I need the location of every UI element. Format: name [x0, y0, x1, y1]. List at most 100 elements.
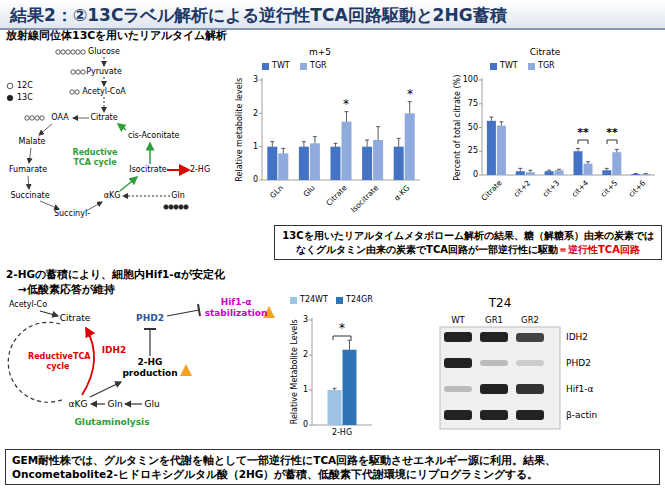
error-cap [313, 136, 317, 137]
bar [278, 153, 288, 180]
error-bar [335, 143, 336, 146]
y-axis [262, 78, 263, 180]
label: Citrate [324, 183, 348, 207]
label: Succinate [10, 191, 49, 201]
error-cap [644, 173, 648, 174]
legend-item: 12C [6, 80, 33, 92]
label: 2-HGの蓄積により、細胞内Hif1-αが安定化 [6, 268, 225, 281]
label: IDH2 [566, 332, 588, 343]
label: Hif1-α [566, 384, 593, 395]
error-bar [283, 148, 284, 153]
label: ReductiveTCA cycle [28, 352, 88, 371]
tick [309, 425, 312, 426]
label: cit+3 [541, 178, 562, 199]
label: 100 [463, 75, 478, 85]
tick [259, 80, 262, 81]
bar [373, 140, 383, 180]
error-bar [367, 140, 368, 147]
label: cit+6 [627, 178, 648, 199]
legend-text: TGR [538, 60, 555, 72]
label: cit+2 [512, 178, 533, 199]
error-cap [376, 126, 380, 127]
bar [555, 170, 564, 175]
bar [516, 171, 525, 175]
bar [328, 390, 342, 425]
bar [299, 147, 309, 180]
error-bar [378, 127, 379, 140]
tick [309, 390, 312, 391]
label: m+5 [309, 47, 331, 58]
tick [479, 80, 482, 81]
error-cap [615, 149, 619, 150]
legend-swatch [262, 63, 269, 70]
label: Succinyl- [54, 209, 90, 219]
label: Fumarate [9, 165, 47, 175]
label: * [343, 97, 349, 111]
error-bar [303, 142, 304, 147]
error-cap [528, 170, 532, 171]
legend-item: TGR [528, 60, 555, 72]
box-text: GEM耐性株では、グルタミンを代謝を軸として一部逆行性にTCA回路を駆動させエネ… [12, 454, 556, 480]
label: ** [577, 126, 589, 139]
label: 0 [473, 170, 478, 180]
error-bar [314, 137, 315, 144]
label: Percent of total citrate (%) [453, 75, 463, 181]
error-bar [272, 142, 273, 147]
bar [342, 122, 352, 180]
error-cap [547, 170, 551, 171]
legend-swatch [290, 297, 297, 304]
error-cap [397, 138, 401, 139]
label: PHD2 [566, 358, 591, 369]
tick [479, 151, 482, 152]
legend-item: T24GR [336, 294, 373, 306]
label: cit+5 [598, 178, 619, 199]
lower-pathway [8, 304, 275, 404]
error-cap [302, 141, 306, 142]
label: PHD2 [136, 313, 164, 324]
legend-item: T24WT [290, 294, 328, 306]
label: 放射線同位体13Cを用いたリアルタイム解析 [6, 29, 227, 42]
label: GR1 [485, 315, 503, 325]
bar [497, 126, 506, 175]
2hg-arrow [167, 169, 189, 171]
legend-item: TWT [490, 60, 518, 72]
label: Gln [171, 191, 185, 201]
bar [545, 171, 554, 175]
label: 1 [303, 385, 308, 395]
label: ** [606, 126, 618, 139]
tick [309, 355, 312, 356]
label: Glu [301, 183, 316, 198]
label: Glu [144, 399, 159, 410]
error-bar [616, 149, 617, 152]
bar [526, 172, 535, 175]
label: Acetyl-CoA [82, 87, 126, 97]
legend-swatch [336, 297, 343, 304]
label: Relative metabolite levels [235, 78, 245, 182]
label: αKG [104, 191, 121, 201]
x-axis [482, 175, 655, 176]
label: 50 [468, 123, 478, 133]
carbon-dot [7, 95, 13, 101]
error-cap [345, 111, 349, 112]
label: Pyruvate [86, 67, 122, 77]
legend-circle [6, 82, 14, 90]
tick [479, 175, 482, 176]
label: 0 [253, 175, 258, 185]
label: cit+4 [570, 178, 591, 199]
error-cap [334, 143, 338, 144]
label: 2 [303, 350, 308, 360]
glycolysis-arrows [104, 57, 170, 196]
bar [405, 113, 415, 180]
carbon-dots [25, 50, 188, 209]
label: 2-HG [190, 165, 210, 175]
label: 0 [303, 420, 308, 430]
legend-item: TGR [300, 60, 327, 72]
label: →低酸素応答が維持 [18, 283, 115, 296]
error-bar [578, 148, 579, 151]
label: α-KG [392, 183, 411, 202]
label: GLn [268, 183, 285, 200]
label: Reductive TCA cycle [69, 148, 121, 167]
bar [394, 147, 404, 180]
error-bar [398, 138, 399, 146]
error-cap [281, 148, 285, 149]
